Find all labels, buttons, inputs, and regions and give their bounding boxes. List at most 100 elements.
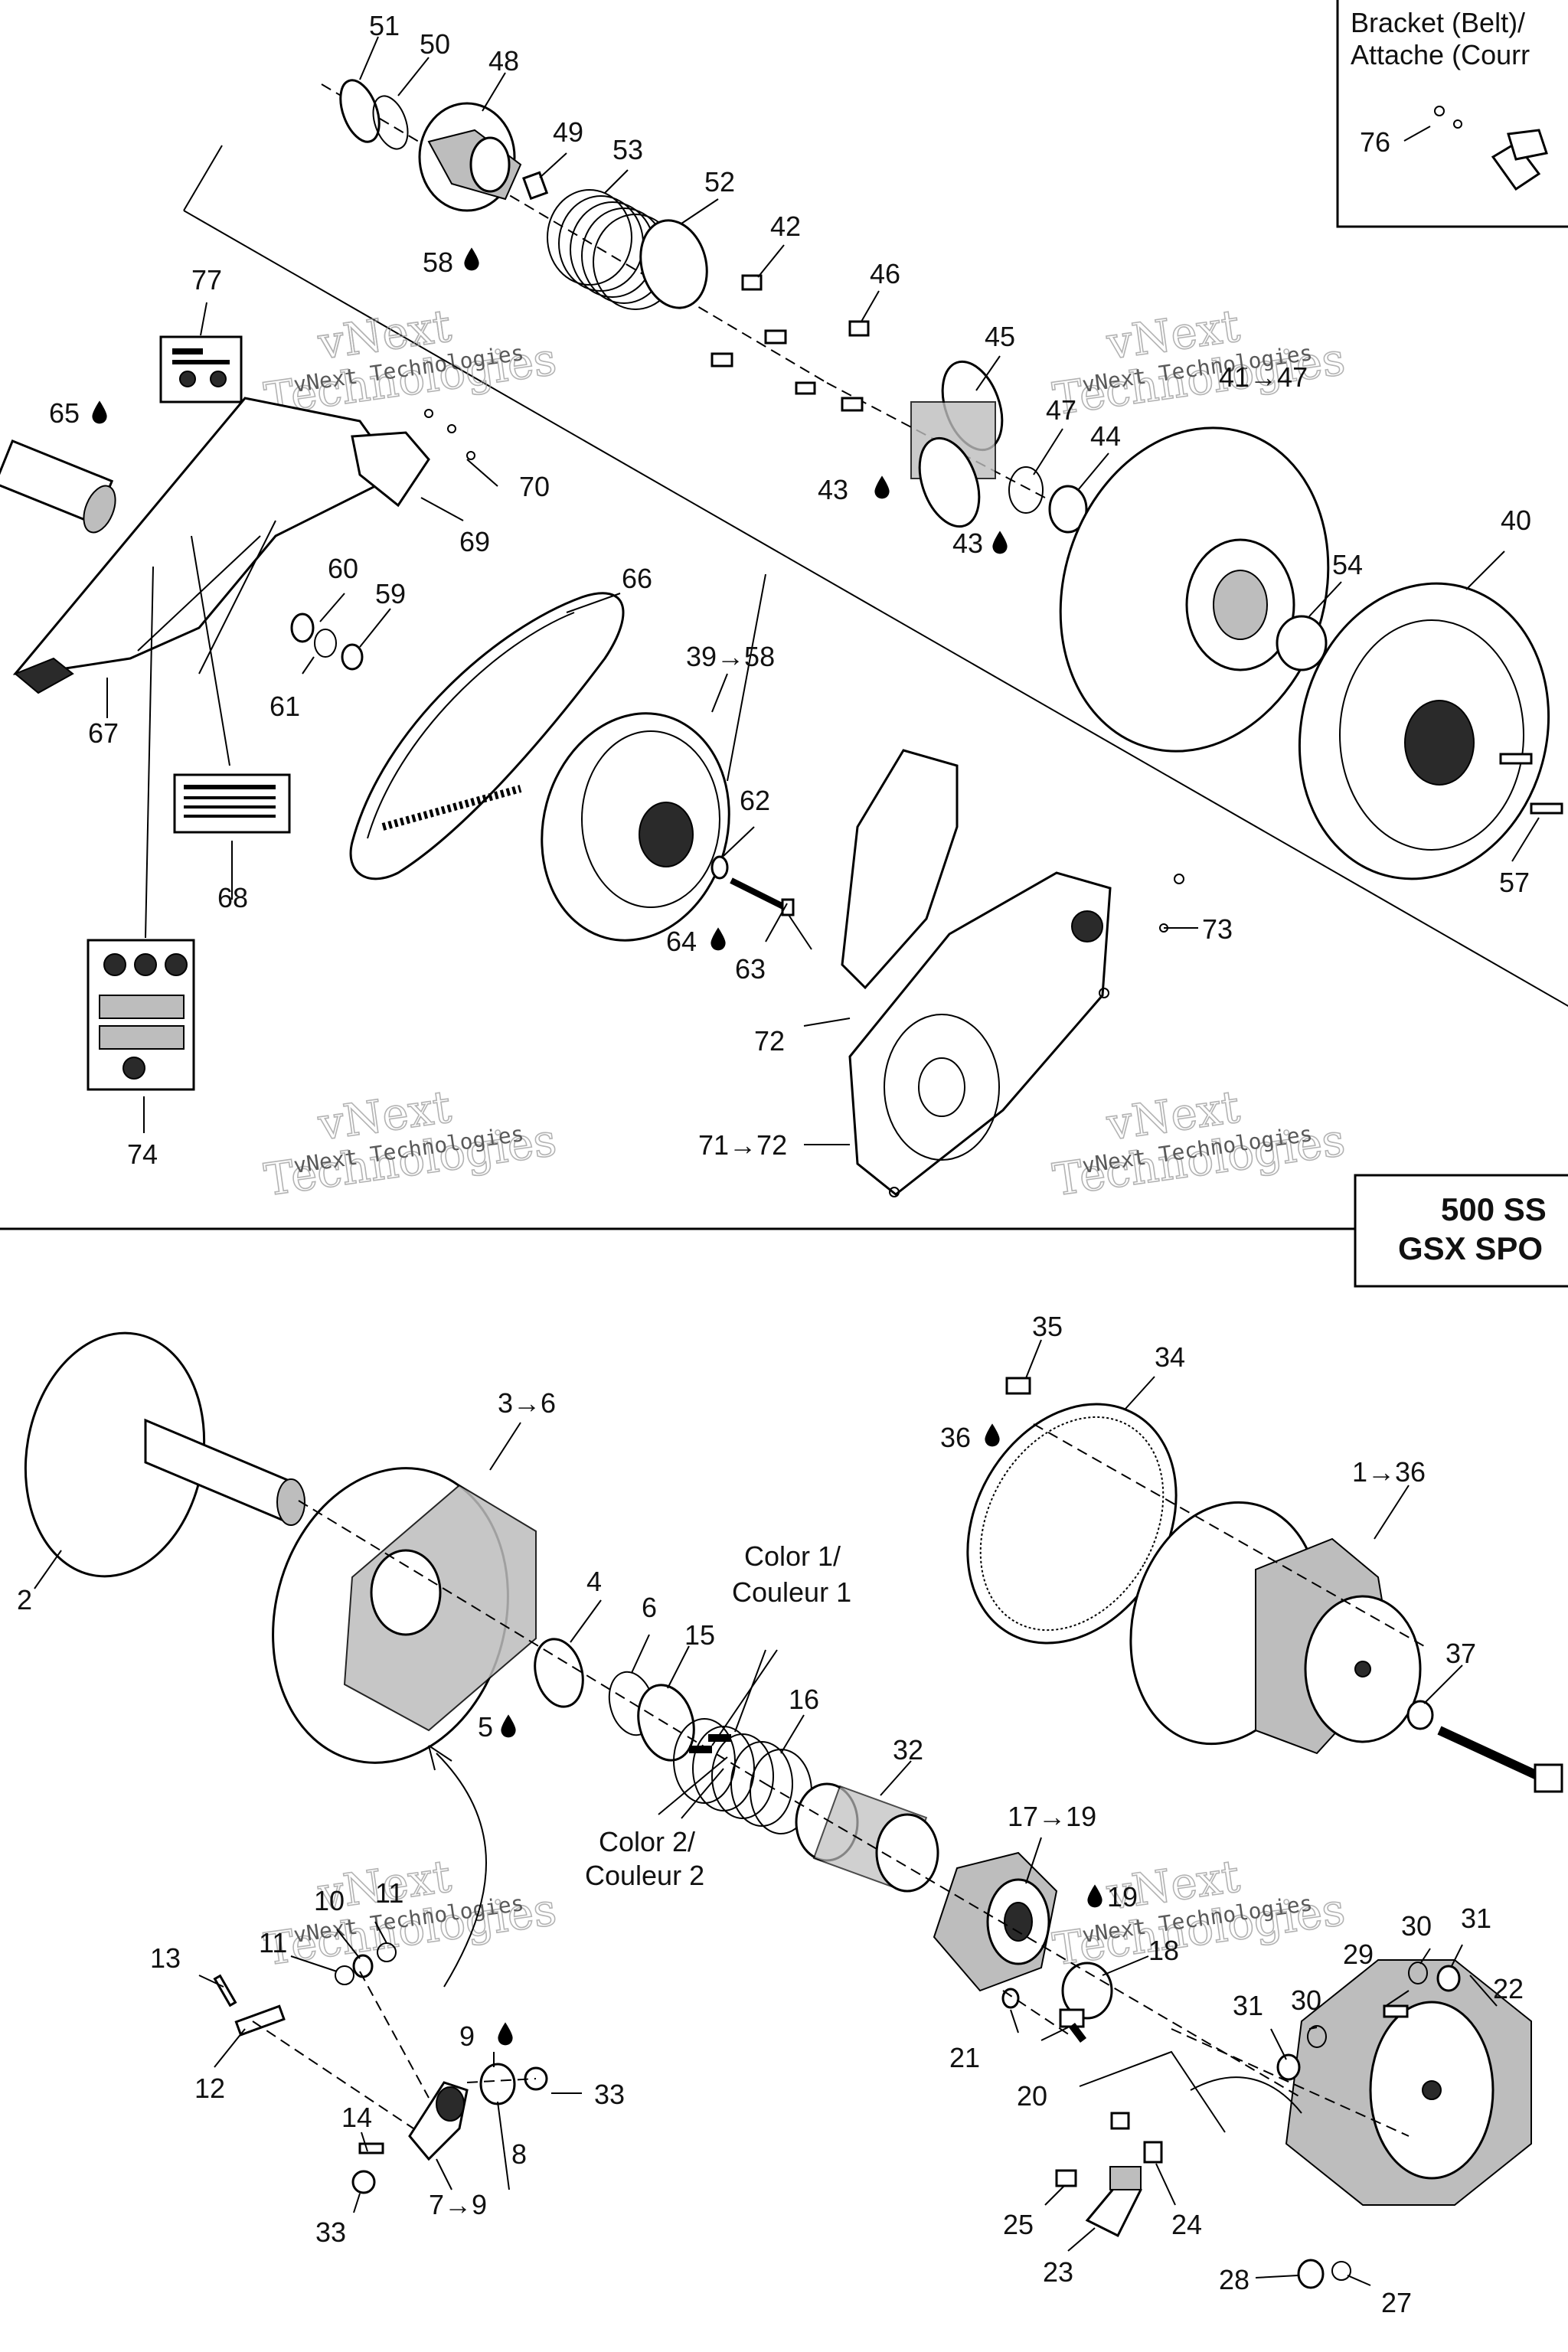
callout-numbers: 51 50 48 49 53 52 42 46 58 77 65 45 41→4… <box>17 10 1531 2318</box>
pin-24 <box>1143 2141 1163 2164</box>
callout-34: 34 <box>1155 1341 1185 1373</box>
model-box: 500 SS GSX SPO <box>1354 1174 1568 1288</box>
ring-4 <box>534 1638 584 1708</box>
washer-27 <box>1331 2261 1351 2281</box>
washer-30a <box>1408 1962 1428 1984</box>
nut-31b <box>1276 2053 1301 2081</box>
callout-51: 51 <box>369 10 400 41</box>
axis-upper-clutch <box>321 83 828 384</box>
callout-67: 67 <box>88 717 119 749</box>
pin-13 <box>213 1974 237 2007</box>
bolt-20 <box>1059 2008 1086 2043</box>
watermark-mid-left: vNext Technologies vNext Technologies <box>260 1080 560 1207</box>
bushing-small <box>1048 485 1088 534</box>
spacer-ring-b <box>314 629 337 658</box>
callout-25: 25 <box>1003 2209 1034 2240</box>
assembly-arrow-2 <box>1190 2076 1302 2114</box>
lever-23 <box>1085 2166 1142 2238</box>
callout-40: 40 <box>1501 505 1531 536</box>
lubricant-drop-icon <box>92 400 107 424</box>
callout-15: 15 <box>684 1619 715 1651</box>
rivet-c <box>1099 988 1109 998</box>
callout-21: 21 <box>949 2042 980 2073</box>
callout-48: 48 <box>488 45 519 77</box>
circlip <box>1008 466 1044 514</box>
bracket-title-line2: Attache (Courr <box>1351 39 1530 70</box>
drive-fixed-sheave <box>24 1331 305 1578</box>
bracket-inset-box: Bracket (Belt)/ Attache (Courr <box>1336 0 1568 228</box>
callout-64: 64 <box>666 926 697 957</box>
callout-14: 14 <box>341 2102 372 2133</box>
spring-29 <box>1383 2004 1409 2018</box>
cam-part <box>418 102 522 212</box>
callout-45: 45 <box>985 321 1015 352</box>
warning-label-icon <box>159 335 243 403</box>
spider-assembly <box>933 1851 1058 1992</box>
callout-35: 35 <box>1032 1311 1063 1342</box>
callout-68: 68 <box>217 882 248 913</box>
nut-c <box>466 451 475 460</box>
spacer-ring-a <box>290 612 315 643</box>
callout-46: 46 <box>870 258 900 289</box>
callout-10: 10 <box>314 1885 345 1916</box>
callout-4: 4 <box>586 1566 602 1597</box>
callout-44: 44 <box>1090 420 1121 452</box>
callout-60: 60 <box>328 553 358 584</box>
callout-16: 16 <box>789 1684 819 1715</box>
pin-12 <box>234 2004 286 2037</box>
pin-8 <box>479 2063 516 2105</box>
callout-28: 28 <box>1219 2264 1250 2295</box>
callout-42: 42 <box>770 211 801 242</box>
pin-b <box>1530 802 1563 815</box>
upper-frame-corner <box>183 145 223 211</box>
callout-57: 57 <box>1499 867 1530 898</box>
pin-14 <box>358 2142 384 2154</box>
callout-31b: 31 <box>1233 1990 1263 2021</box>
lubricant-drop-icon <box>710 927 726 951</box>
large-ring <box>639 219 708 309</box>
rivet-a <box>1174 874 1184 884</box>
watermark-top-right: vNext Technologies vNext Technologies <box>1049 299 1348 426</box>
callout-32: 32 <box>893 1734 923 1766</box>
model-line2: GSX SPO <box>1398 1230 1543 1266</box>
color2-line1: Color 2/ <box>599 1826 695 1857</box>
lower-leaders <box>34 1339 1498 2286</box>
color-labels: Color 1/ Couleur 1 Color 2/ Couleur 2 <box>585 1540 851 1891</box>
pulley-bolt <box>710 855 795 916</box>
callout-11a: 11 <box>375 1877 403 1909</box>
warning-label-icon-2 <box>173 773 291 834</box>
lubricant-drop-icon <box>1087 1884 1102 1908</box>
slider-block <box>522 171 549 201</box>
callout-17-19: 17→19 <box>1008 1801 1096 1832</box>
bushing-10 <box>352 1954 374 1978</box>
callout-76: 76 <box>1360 126 1390 158</box>
callout-59: 59 <box>375 578 406 609</box>
callout-52: 52 <box>704 166 735 198</box>
callout-30a: 30 <box>1401 1910 1432 1942</box>
screws-group <box>710 274 870 412</box>
callout-29: 29 <box>1343 1939 1374 1970</box>
callout-33b: 33 <box>315 2216 346 2248</box>
callout-31a: 31 <box>1461 1903 1491 1934</box>
screw-25 <box>1055 2169 1077 2187</box>
callout-70: 70 <box>519 471 550 502</box>
rivet-d <box>889 1187 900 1197</box>
callout-65: 65 <box>49 397 80 429</box>
callout-24: 24 <box>1171 2209 1202 2240</box>
assembly-bracket <box>1079 2050 1226 2133</box>
belt-guard-left <box>12 397 400 694</box>
bracket-title-line1: Bracket (Belt)/ <box>1351 7 1525 38</box>
drive-shaft <box>0 439 116 534</box>
callout-23: 23 <box>1043 2256 1073 2288</box>
callout-37: 37 <box>1446 1638 1476 1669</box>
callout-73: 73 <box>1202 913 1233 945</box>
driven-pulley <box>541 712 730 942</box>
callout-43b: 43 <box>952 528 983 559</box>
drive-belt <box>349 592 625 880</box>
roller-arm <box>408 2081 469 2161</box>
governor-cup <box>1285 1959 1532 2206</box>
assembly-arrow-1 <box>436 1753 487 1988</box>
callout-41-47: 41→47 <box>1219 361 1308 393</box>
movable-sheave <box>1298 582 1550 880</box>
